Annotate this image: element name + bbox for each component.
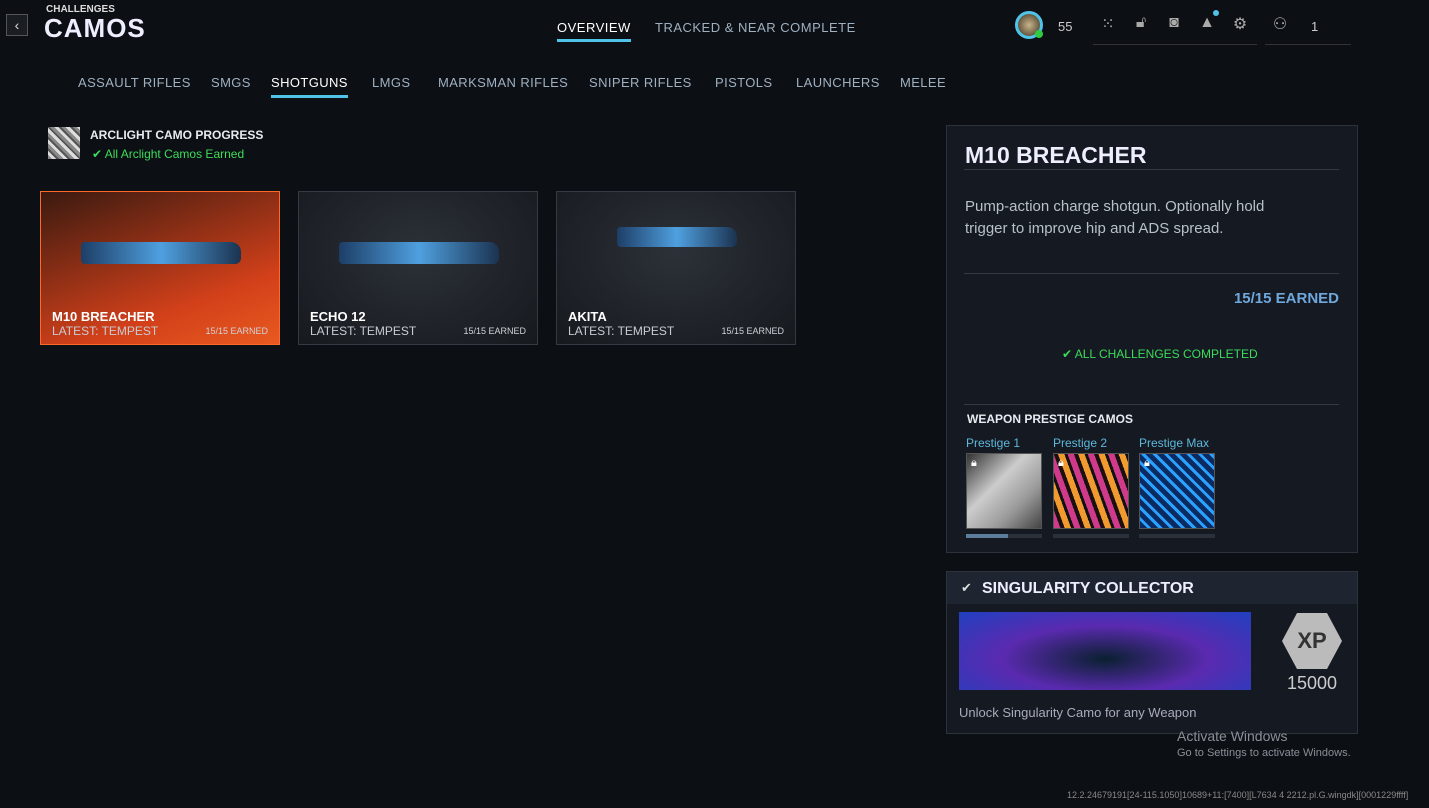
detail-earned: 15/15 EARNED <box>1233 290 1339 307</box>
category-launchers[interactable]: LAUNCHERS <box>796 75 880 90</box>
weapon-image <box>81 242 241 264</box>
weapon-name: ECHO 12 <box>310 309 366 324</box>
check-icon: ✔ <box>961 580 972 595</box>
prestige-progress-bar <box>966 534 1042 538</box>
prestige-progress-bar <box>1139 534 1215 538</box>
apps-grid-icon[interactable]: ⁙ <box>1101 16 1115 33</box>
detail-description: Pump-action charge shotgun. Optionally h… <box>965 198 1265 237</box>
challenges-status-text: ALL CHALLENGES COMPLETED <box>1074 347 1258 361</box>
category-assault-rifles[interactable]: ASSAULT RIFLES <box>78 75 191 90</box>
reward-image <box>959 612 1251 690</box>
challenges-status: ✔ ALL CHALLENGES COMPLETED <box>1062 347 1258 361</box>
category-smgs[interactable]: SMGS <box>211 75 251 90</box>
prestige-label: Prestige 1 <box>966 436 1021 450</box>
lock-icon: 🔒︎ <box>971 457 977 469</box>
player-level: 55 <box>1058 19 1073 34</box>
prestige-camo-max[interactable]: 🔒︎ <box>1139 453 1215 529</box>
weapon-latest-camo: LATEST: TEMPEST <box>52 324 159 338</box>
arclight-status-text: All Arclight Camos Earned <box>104 147 245 161</box>
category-melee[interactable]: MELEE <box>900 75 947 90</box>
prestige-camo-2[interactable]: 🔒︎ <box>1053 453 1129 529</box>
weapon-card[interactable]: AKITA LATEST: TEMPEST 15/15 EARNED <box>556 191 796 345</box>
reward-description: Unlock Singularity Camo for any Weapon <box>959 705 1197 720</box>
notification-bell-icon[interactable]: ▲ <box>1197 10 1219 34</box>
prestige-label: Prestige Max <box>1139 436 1210 450</box>
category-marksman-rifles[interactable]: MARKSMAN RIFLES <box>438 75 569 90</box>
weapon-name: AKITA <box>568 309 607 324</box>
category-lmgs[interactable]: LMGS <box>372 75 411 90</box>
weapon-earned: 15/15 EARNED <box>463 326 526 336</box>
back-button[interactable]: ‹ <box>6 14 28 36</box>
prestige-progress-bar <box>1053 534 1129 538</box>
reward-title: SINGULARITY COLLECTOR <box>982 580 1194 597</box>
activate-windows-title: Activate Windows <box>1177 728 1288 744</box>
lock-icon: 🔒︎ <box>1144 457 1150 469</box>
category-sniper-rifles[interactable]: SNIPER RIFLES <box>589 75 692 90</box>
breadcrumb: CHALLENGES <box>46 4 115 15</box>
weapon-card[interactable]: M10 BREACHER LATEST: TEMPEST 15/15 EARNE… <box>40 191 280 345</box>
player-avatar[interactable] <box>1015 11 1043 39</box>
weapon-image <box>617 227 737 247</box>
reward-xp: 15000 <box>1287 673 1338 693</box>
weapon-latest-camo: LATEST: TEMPEST <box>568 324 675 338</box>
lock-icon: 🔒︎ <box>1058 457 1064 469</box>
page-title: CAMOS <box>44 13 146 43</box>
weapon-name: M10 BREACHER <box>52 309 155 324</box>
prestige-camo-1[interactable]: 🔒︎ <box>966 453 1042 529</box>
headset-icon[interactable]: ◙ <box>1169 14 1179 31</box>
detail-weapon-name: M10 BREACHER <box>965 142 1147 168</box>
arclight-title: ARCLIGHT CAMO PROGRESS <box>90 128 264 142</box>
tab-overview[interactable]: OVERVIEW <box>557 20 631 42</box>
party-count: 1 <box>1311 19 1319 34</box>
online-status-icon <box>1035 30 1043 38</box>
arclight-status: ✔ All Arclight Camos Earned <box>92 147 245 161</box>
unlock-icon[interactable]: 🔓︎ <box>1135 14 1147 31</box>
build-info: 12.2.24679191[24-115.1050]10689+11:[7400… <box>1067 790 1409 800</box>
weapon-earned: 15/15 EARNED <box>721 326 784 336</box>
category-pistols[interactable]: PISTOLS <box>715 75 773 90</box>
settings-gear-icon[interactable]: ⚙ <box>1232 16 1248 33</box>
tab-tracked[interactable]: TRACKED & NEAR COMPLETE <box>655 20 856 35</box>
weapon-card[interactable]: ECHO 12 LATEST: TEMPEST 15/15 EARNED <box>298 191 538 345</box>
prestige-label: Prestige 2 <box>1053 436 1108 450</box>
weapon-earned: 15/15 EARNED <box>205 326 268 336</box>
arclight-camo-thumbnail <box>48 127 80 159</box>
party-icon[interactable]: ⚇ <box>1272 16 1288 33</box>
category-shotguns[interactable]: SHOTGUNS <box>271 75 348 98</box>
weapon-latest-camo: LATEST: TEMPEST <box>310 324 417 338</box>
activate-windows-text: Go to Settings to activate Windows. <box>1177 747 1351 759</box>
prestige-title: WEAPON PRESTIGE CAMOS <box>967 412 1134 426</box>
weapon-image <box>339 242 499 264</box>
